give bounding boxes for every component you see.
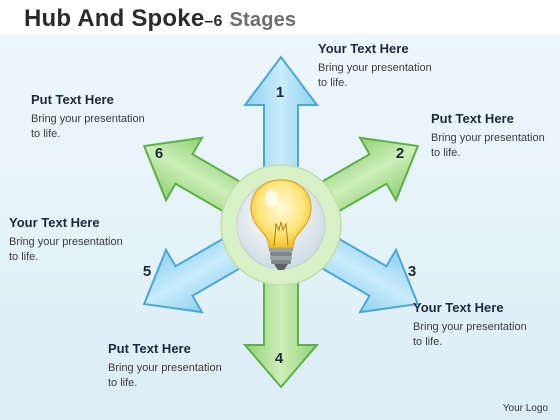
stage-number-6: 6	[155, 145, 163, 162]
stage-1-desc-line2: to life.	[318, 77, 348, 89]
title-suffix: Stages	[229, 9, 297, 31]
stage-3-heading: Your Text Here	[413, 300, 504, 315]
stage-5-desc-line2: to life.	[9, 251, 39, 263]
stage-2-desc-line2: to life.	[431, 147, 461, 159]
stage-6-desc-line2: to life.	[31, 128, 61, 140]
title-number: 6	[213, 13, 223, 30]
stage-5-desc-line1: Bring your presentation	[9, 236, 123, 248]
stage-6-desc-line1: Bring your presentation	[31, 113, 145, 125]
title-separator: –	[204, 13, 214, 30]
stage-5-description: Bring your presentation to life.	[9, 235, 134, 265]
lightbulb-icon	[250, 179, 312, 270]
stage-5-heading: Your Text Here	[9, 215, 100, 230]
stage-number-4: 4	[275, 350, 284, 367]
stage-6-textbox: Put Text Here Bring your presentation to…	[31, 92, 181, 142]
stage-4-textbox: Put Text Here Bring your presentation to…	[108, 341, 258, 391]
stage-number-1: 1	[276, 84, 284, 101]
stage-1-description: Bring your presentation to life.	[318, 61, 443, 91]
title-main: Hub And Spoke	[24, 5, 205, 32]
stage-3-desc-line1: Bring your presentation	[413, 321, 527, 333]
stage-2-desc-line1: Bring your presentation	[431, 132, 545, 144]
stage-3-desc-line2: to life.	[413, 336, 443, 348]
stage-4-desc-line1: Bring your presentation	[108, 362, 222, 374]
stage-1-heading: Your Text Here	[318, 41, 409, 56]
stage-2-textbox: Put Text Here Bring your presentation to…	[431, 111, 560, 161]
title-bar	[0, 0, 560, 34]
stage-3-textbox: Your Text Here Bring your presentation t…	[413, 300, 560, 350]
stage-number-5: 5	[143, 263, 151, 280]
logo-placeholder: Your Logo	[502, 403, 548, 414]
stage-2-heading: Put Text Here	[431, 111, 514, 126]
page-title: Hub And Spoke–6 Stages	[24, 5, 296, 33]
stage-1-textbox: Your Text Here Bring your presentation t…	[318, 41, 468, 91]
stage-6-heading: Put Text Here	[31, 92, 114, 107]
stage-4-description: Bring your presentation to life.	[108, 361, 233, 391]
stage-2-description: Bring your presentation to life.	[431, 131, 556, 161]
stage-number-2: 2	[396, 145, 404, 162]
stage-4-desc-line2: to life.	[108, 377, 138, 389]
stage-1-desc-line1: Bring your presentation	[318, 62, 432, 74]
stage-4-heading: Put Text Here	[108, 341, 191, 356]
stage-number-3: 3	[408, 263, 416, 280]
stage-5-textbox: Your Text Here Bring your presentation t…	[9, 215, 159, 265]
stage-3-description: Bring your presentation to life.	[413, 320, 538, 350]
stage-6-description: Bring your presentation to life.	[31, 112, 156, 142]
